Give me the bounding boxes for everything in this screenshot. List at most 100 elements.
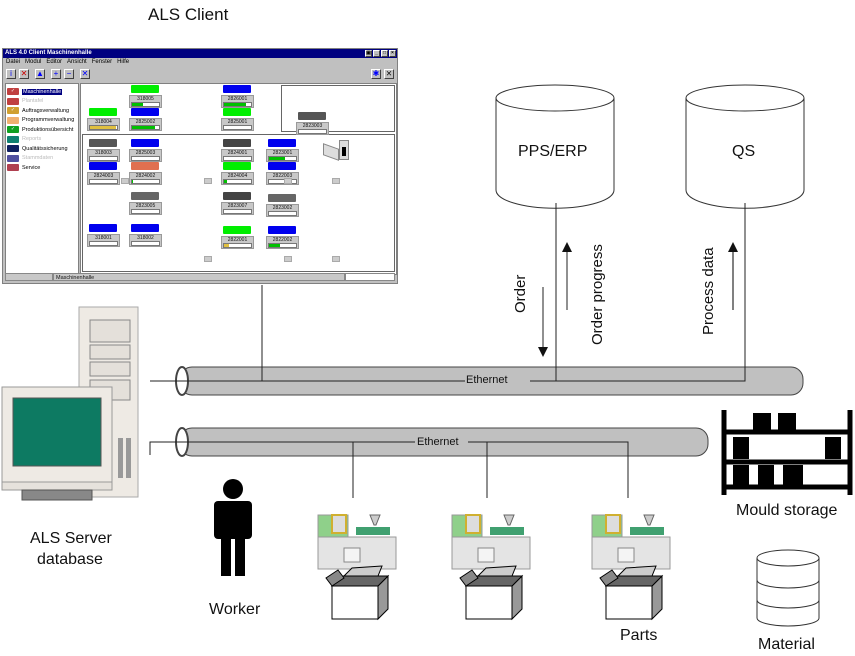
restore-button[interactable]: ▣ [365, 50, 372, 57]
toolbar: i ✕ ▲ + − ✕ ✱ ⨯ [3, 67, 397, 81]
sidebar-item-produktionsbersicht[interactable]: ✓Produktionsübersicht [6, 125, 78, 135]
machine-tile[interactable]: 318002 [129, 224, 162, 248]
machine-tile[interactable]: 2824002 [129, 162, 162, 186]
sidebar-item-label: Maschinenhalle [22, 88, 63, 95]
machine-tile[interactable]: 2824004 [221, 162, 254, 186]
machine-progress-bar [89, 241, 118, 246]
machine-progress-bar [223, 156, 252, 161]
window-titlebar: ALS 4.0 Client Maschinenhalle ▣ _ □ × [3, 49, 397, 58]
machine-id: 2825001 [227, 119, 248, 125]
machine-plate: 318001 [87, 234, 120, 247]
machine-tile[interactable]: 2823001 [266, 139, 299, 163]
machine-icon [268, 162, 296, 170]
machine-progress-bar [131, 102, 160, 107]
parts-label: Parts [620, 627, 658, 644]
machine-tile[interactable]: 2826001 [221, 85, 254, 109]
sidebar-item-qualittssicherung[interactable]: Qualitätssicherung [6, 144, 78, 154]
machine-plate: 2824003 [87, 172, 120, 185]
machine-id: 2823002 [272, 205, 293, 211]
machine-id: 2824002 [135, 173, 156, 179]
print-icon[interactable]: ▲ [35, 69, 45, 79]
machine-id: 2825003 [135, 150, 156, 156]
injection-machine-icon [591, 514, 671, 570]
machine-icon [89, 139, 117, 147]
machine-tile[interactable]: 318004 [87, 108, 120, 132]
sidebar-item-plantafel[interactable]: Plantafel [6, 97, 78, 107]
order-progress-label: Order progress [589, 244, 606, 345]
machine-icon [298, 112, 326, 120]
close-icon[interactable]: ✕ [80, 69, 90, 79]
machine-progress-fill [224, 244, 230, 247]
sidebar-item-stammdaten[interactable]: Stammdaten [6, 154, 78, 164]
menu-hilfe[interactable]: Hilfe [117, 59, 130, 65]
machine-tile[interactable]: 318005 [129, 85, 162, 109]
machine-plate: 2826001 [221, 95, 254, 108]
injection-machines [317, 514, 671, 621]
folder-icon [7, 164, 19, 172]
machine-plate: 2822002 [266, 236, 299, 249]
machine-progress-bar [131, 179, 160, 184]
machine-progress-fill [224, 103, 246, 106]
machine-id: 318004 [95, 119, 112, 125]
cancel-icon[interactable]: ✕ [19, 69, 29, 79]
ethernet-label-top: Ethernet [465, 374, 509, 386]
machine-icon [131, 108, 159, 116]
sidebar-item-label: Service [22, 164, 41, 171]
exit-icon[interactable]: ⨯ [384, 69, 394, 79]
sidebar-item-auftragsverwaltung[interactable]: ✓Auftragsverwaltung [6, 106, 78, 116]
machine-tile[interactable]: 2824001 [221, 139, 254, 163]
machine-tile[interactable]: 2823002 [266, 194, 299, 218]
machine-plate: 2825003 [129, 149, 162, 162]
machine-tile[interactable]: 2823005 [129, 192, 162, 216]
machine-plate: 2825002 [129, 118, 162, 131]
machine-tile[interactable]: 2825001 [221, 108, 254, 132]
parts-box-icon [459, 565, 524, 621]
menu-fenster[interactable]: Fenster [91, 59, 113, 65]
server-label-line1: ALS Server [30, 530, 112, 547]
machine-progress-bar [223, 243, 252, 248]
pps-erp-database [495, 84, 615, 209]
sidebar-item-maschinenhalle[interactable]: ✓Maschinenhalle [6, 87, 78, 97]
close-button[interactable]: × [389, 50, 396, 57]
machine-plate: 318005 [129, 95, 162, 108]
menu-ansicht[interactable]: Ansicht [67, 59, 87, 65]
menu-editor[interactable]: Editor [46, 59, 63, 65]
machine-plate: 2823002 [266, 204, 299, 217]
maximize-button[interactable]: □ [381, 50, 388, 57]
add-icon[interactable]: + [51, 69, 61, 79]
als-client-window: ALS 4.0 Client Maschinenhalle ▣ _ □ × Da… [2, 48, 398, 284]
sidebar-item-programmverwaltung[interactable]: Programmverwaltung [6, 116, 78, 126]
machine-progress-bar [89, 125, 118, 130]
placeholder-slot [121, 178, 129, 184]
machine-tile[interactable]: 2823003 [296, 112, 329, 136]
machine-progress-bar [223, 125, 252, 130]
order-progress-arrow-up [562, 242, 572, 310]
remove-icon[interactable]: − [64, 69, 74, 79]
sidebar-item-reports[interactable]: Reports [6, 135, 78, 145]
machine-tile[interactable]: 2825002 [129, 108, 162, 132]
menu-datei[interactable]: Datei [6, 59, 21, 65]
machine-tile[interactable]: 2822001 [221, 226, 254, 250]
machine-progress-bar [223, 179, 252, 184]
menu-modul[interactable]: Modul [25, 59, 42, 65]
placeholder-slot [332, 178, 340, 184]
sidebar-item-service[interactable]: Service [6, 163, 78, 173]
folder-icon [7, 135, 19, 143]
info-icon[interactable]: i [6, 69, 16, 79]
minimize-button[interactable]: _ [373, 50, 380, 57]
order-arrow-down [538, 287, 548, 357]
machine-tile[interactable]: 2822002 [266, 226, 299, 250]
network-icon[interactable]: ✱ [371, 69, 381, 79]
machine-plate: 318004 [87, 118, 120, 131]
machine-tile[interactable]: 318003 [87, 139, 120, 163]
parts-box-icon [599, 565, 664, 621]
machine-tile[interactable]: 2824003 [87, 162, 120, 186]
machine-tile[interactable]: 318001 [87, 224, 120, 248]
window-title: ALS 4.0 Client Maschinenhalle [5, 50, 92, 56]
machine-tile[interactable]: 2823007 [221, 192, 254, 216]
machine-progress-fill [269, 244, 280, 247]
machine-progress-fill [132, 126, 155, 129]
machine-tile[interactable]: 2825003 [129, 139, 162, 163]
machine-progress-bar [268, 211, 297, 216]
